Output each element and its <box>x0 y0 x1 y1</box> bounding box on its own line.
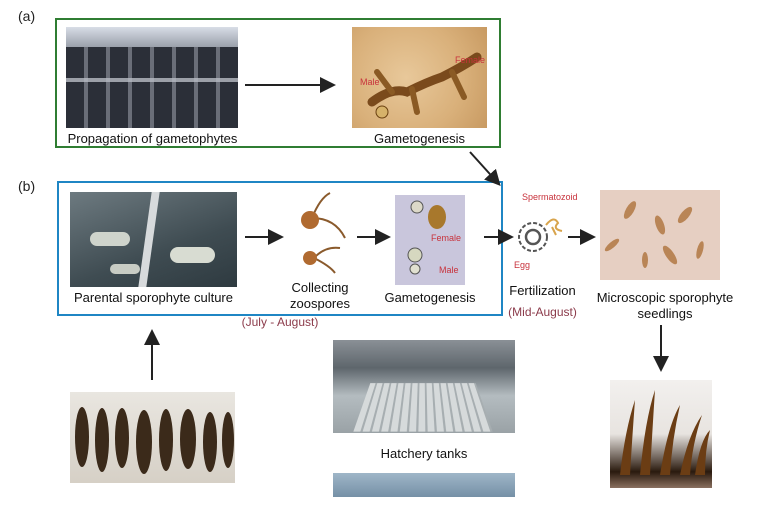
zoospores-illustration <box>301 192 346 274</box>
july-august-period: (July - August) <box>241 315 319 329</box>
female-label: Female <box>455 55 486 65</box>
panel-a-label: (a) <box>18 8 36 24</box>
panel-b-frame <box>57 181 503 316</box>
parental-culture-caption: Parental sporophyte culture <box>74 290 233 305</box>
panel-a-frame <box>55 18 501 148</box>
parental-sporophyte-tanks-photo <box>70 192 237 287</box>
collecting-zoospores-caption: Collecting zoospores <box>290 280 350 311</box>
hatchery-tanks-photo <box>333 340 515 433</box>
female-label-b: Female <box>431 233 462 243</box>
sporophyte-seedlings-photo <box>610 380 712 488</box>
gametogenesis-a-caption: Gametogenesis <box>373 131 466 146</box>
egg-sperm-illustration <box>518 218 563 252</box>
gametophyte-filaments <box>367 52 482 119</box>
seedlings-caption: Microscopic sporophyte seedlings <box>596 290 734 321</box>
sea-cultivation-photo <box>333 473 515 497</box>
microscopic-seedlings-photo <box>600 190 720 280</box>
arrow-gametogenesis-to-fertilization <box>469 151 501 186</box>
spermatozoid-label: Spermatozoid <box>522 192 578 202</box>
hatchery-tanks-caption: Hatchery tanks <box>380 446 468 461</box>
fertilization-caption: Fertilization <box>509 283 576 298</box>
gametogenesis-b-caption: Gametogenesis <box>384 290 476 305</box>
gametogenesis-micrograph: Male Female <box>352 27 487 128</box>
gametes-illustration <box>407 200 446 275</box>
harvested-kelp-photo <box>70 392 235 483</box>
gametogenesis-b-image: Female Male <box>395 195 465 285</box>
kelp-blades <box>75 407 234 474</box>
panel-b-label: (b) <box>18 178 36 194</box>
egg-label: Egg <box>514 260 531 270</box>
gametophyte-flasks-photo <box>66 27 238 128</box>
male-label-b: Male <box>439 265 459 275</box>
mid-august-period: (Mid-August) <box>508 305 577 319</box>
male-label: Male <box>360 77 380 87</box>
seedling-blades <box>620 390 710 475</box>
propagation-caption: Propagation of gametophytes <box>67 131 238 146</box>
seedling-specks <box>604 201 704 268</box>
